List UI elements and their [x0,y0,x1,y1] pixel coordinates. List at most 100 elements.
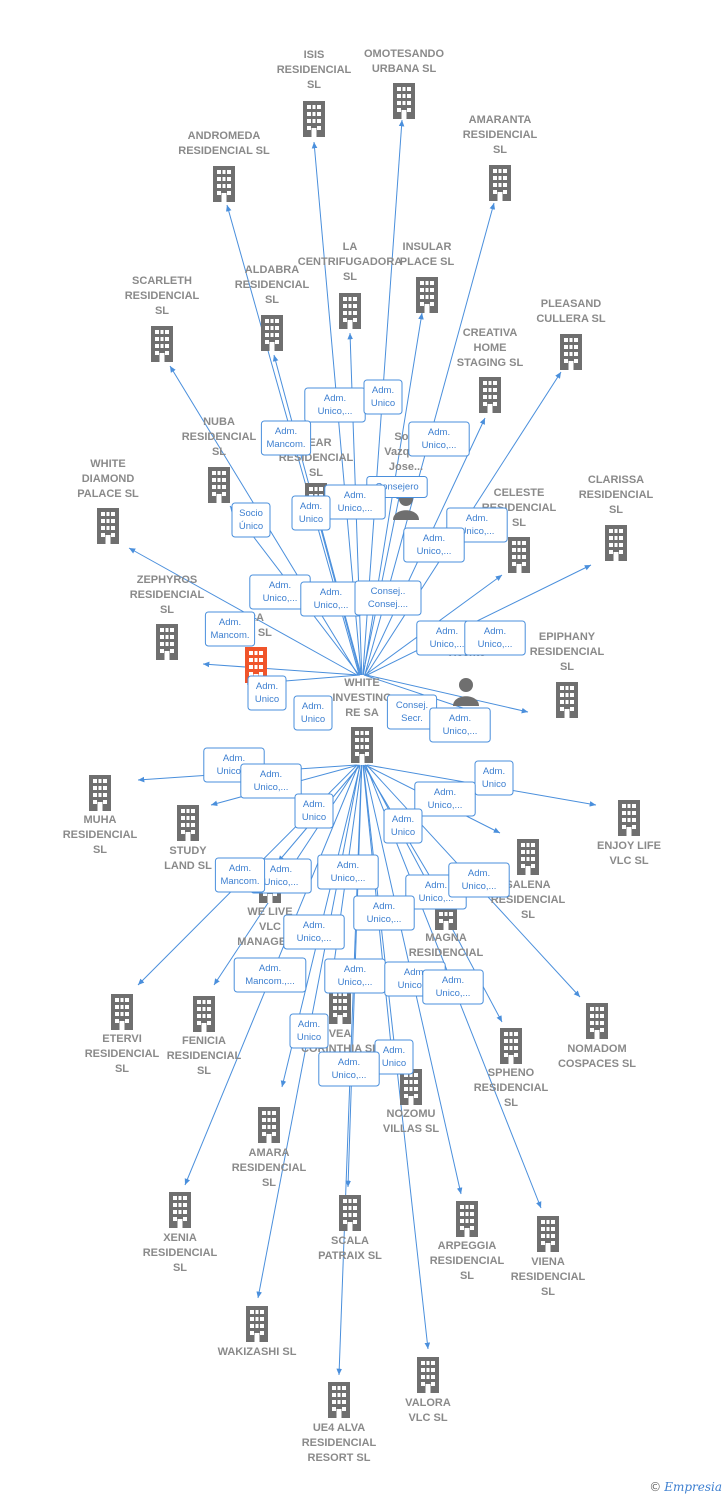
edge-label-e25[interactable]: Adm.Unico [294,793,334,829]
edge-label-e12[interactable]: Adm.Unico,... [300,581,362,617]
edge-label-e24[interactable]: Adm.Unico,... [414,781,476,817]
edge-label-e39[interactable]: Adm.Unico [374,1039,414,1075]
edge-label-e16[interactable]: Adm.Unico,... [464,620,526,656]
edge-label-e8[interactable]: Adm.Unico [291,495,331,531]
edge-label-e23[interactable]: Adm.Unico [474,760,514,796]
edge-label-e14[interactable]: Adm.Mancom. [204,611,256,647]
edge-label-text: Adm.Unico,... [314,587,349,611]
edge-label-e17[interactable]: Adm.Unico [247,675,287,711]
edge-label-text: Adm.Unico,... [430,626,465,650]
edge-label-text: Consej.Secr. [396,700,428,724]
edge-label-e29[interactable]: Adm.Mancom. [214,857,266,893]
edge-label-e37[interactable]: Adm.Unico,... [422,969,484,1005]
edge-label-e20[interactable]: Adm.Unico,... [429,707,491,743]
edge-label-e6[interactable]: Adm.Unico,... [324,484,386,520]
edge-label-e33[interactable]: Adm.Unico,... [283,914,345,950]
building-icon [537,1216,559,1252]
edge-label-e4[interactable]: Adm.Unico,... [408,421,470,457]
edge-label-e27[interactable]: Adm.Unico,... [317,854,379,890]
footer-brand[interactable]: ©Empresia [649,1480,722,1494]
edge-label-e1[interactable]: Adm.Unico,... [304,387,366,423]
edge-label-text: Adm.Unico [299,501,323,525]
edge-label-text: Adm.Unico [371,385,395,409]
edge-label-e35[interactable]: Adm.Unico,... [324,958,386,994]
building-icon [500,1028,522,1064]
edge-label-e2[interactable]: Adm.Unico [363,379,403,415]
edge-label-e38[interactable]: Adm.Unico [289,1013,329,1049]
edge-label-box [464,620,526,656]
edge-label-text: Adm.Unico,... [297,920,332,944]
edge-label-e26[interactable]: Adm.Unico [383,808,423,844]
edge-label-box [318,1051,380,1087]
edge-label-text: Adm.Unico [382,1045,406,1069]
edge-label-text: Adm.Unico,... [462,868,497,892]
building-icon [351,727,373,763]
edge-label-text: Consejero [375,482,418,493]
edge-label-e3[interactable]: Adm.Mancom. [260,420,312,456]
edge-label-e31[interactable]: Adm.Unico,... [448,862,510,898]
edge-label-box [353,895,415,931]
person-node-vicente[interactable]: Vicente [447,647,486,706]
company-node-wakizashi[interactable]: WAKIZASHI SL [218,1306,297,1358]
edge-label-e19[interactable]: Consej.Secr. [386,694,438,730]
edge-label-text: Adm.Unico,... [332,1057,367,1081]
edge-label-e10[interactable]: Adm.Unico,... [403,527,465,563]
edge-label-e22[interactable]: Adm.Unico,... [240,763,302,799]
edge-label-box [260,420,312,456]
edge-label-text: Adm.Mancom.,... [245,963,295,987]
edge-label-e32[interactable]: Adm.Unico,... [353,895,415,931]
edge-label-e40[interactable]: Adm.Unico,... [318,1051,380,1087]
edge-label-box [448,862,510,898]
edge-label-text: Adm.Unico,... [460,513,495,537]
edge-label-box [233,957,307,993]
edge-label-text: Adm.Unico [482,766,506,790]
edge-label-e34[interactable]: Adm.Mancom.,... [233,957,307,993]
edge-label-e18[interactable]: Adm.Unico [293,695,333,731]
edge-label-e13[interactable]: Consej..Consej.... [354,580,422,616]
